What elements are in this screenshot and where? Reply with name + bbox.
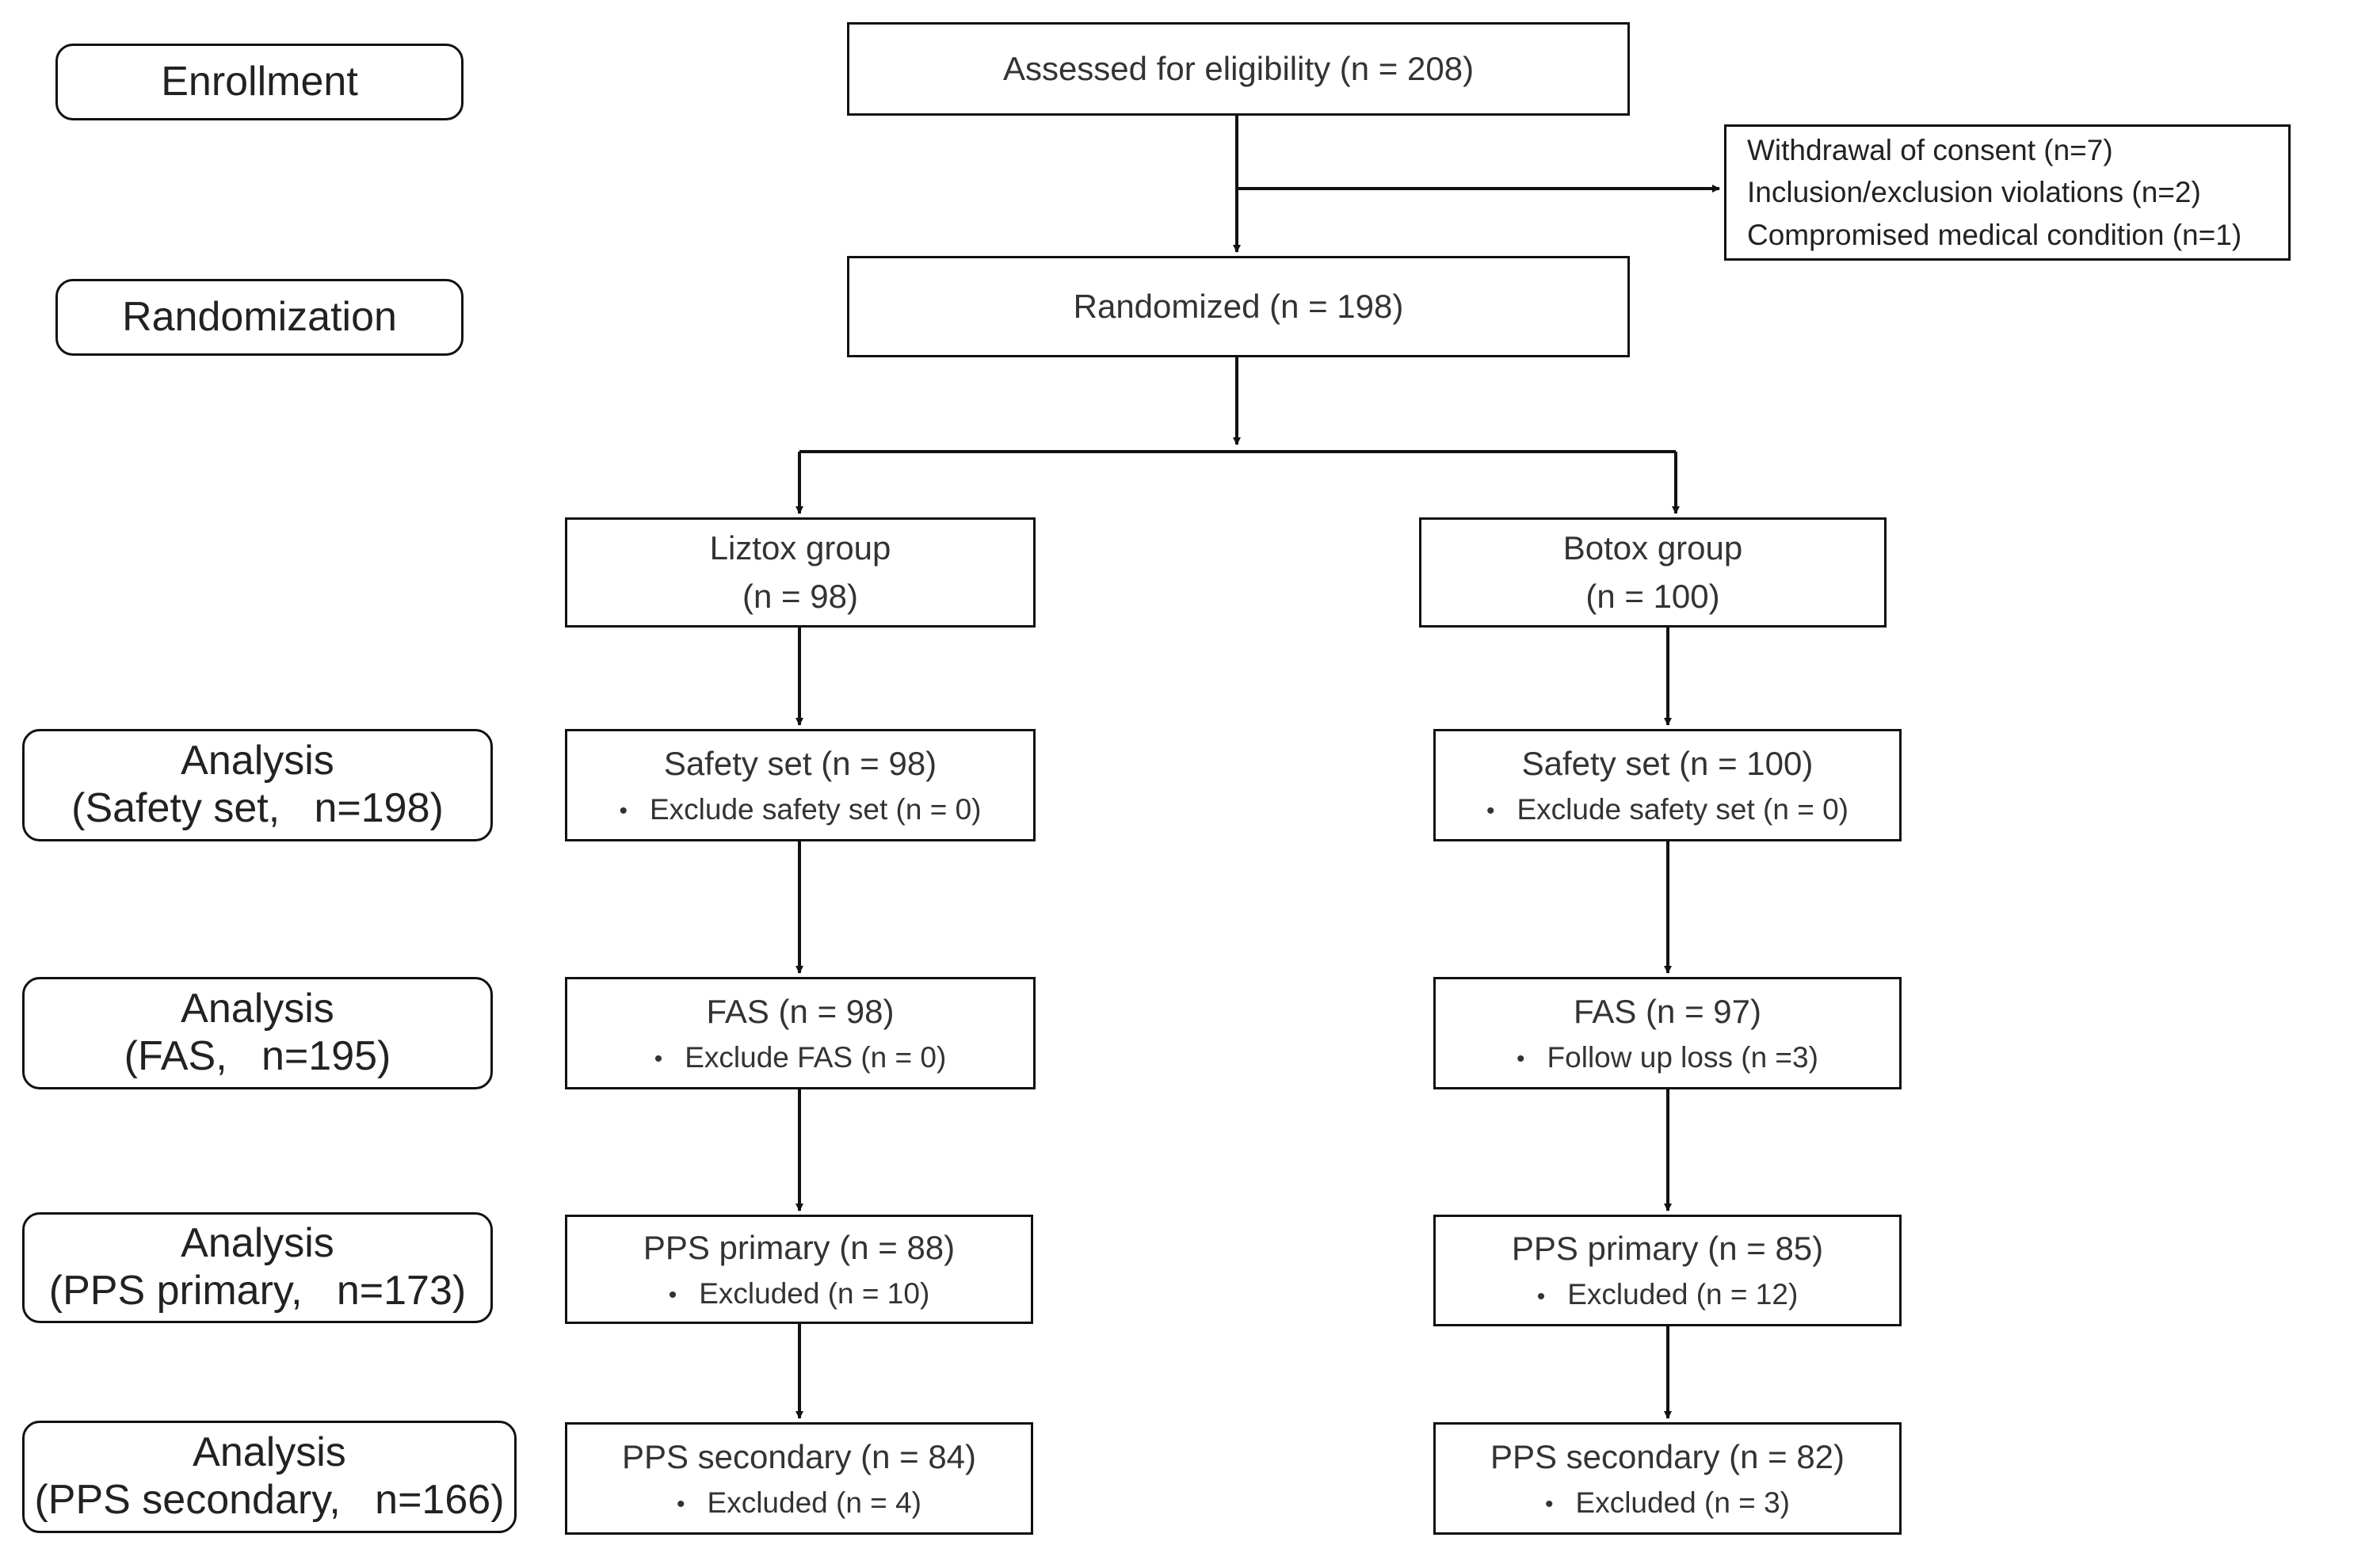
node-title: PPS secondary (n = 82) [1490,1437,1845,1475]
botox-safety-box: Safety set (n = 100) • Exclude safety set… [1433,729,1902,841]
stage-randomization-label: Randomization [122,293,397,340]
botox-group-box: Botox group (n = 100) [1419,517,1887,628]
bullet-icon: • [654,1046,663,1073]
stage-label-line2: (PPS primary, n=173) [48,1268,467,1314]
stage-enrollment: Enrollment [55,44,464,120]
liztox-pps-secondary-box: PPS secondary (n = 84) • Excluded (n = 4) [565,1422,1033,1535]
node-title: PPS secondary (n = 84) [621,1437,977,1475]
node-note: • Follow up loss (n =3) [1517,1036,1818,1079]
liztox-pps-primary-box: PPS primary (n = 88) • Excluded (n = 10) [565,1215,1033,1324]
exclusion-box: Withdrawal of consent (n=7) Inclusion/ex… [1724,124,2291,261]
stage-label-line2: (Safety set, n=198) [71,785,444,831]
stage-label-line1: Analysis [181,1220,334,1267]
bullet-icon: • [668,1282,677,1309]
botox-pps-secondary-box: PPS secondary (n = 82) • Excluded (n = 3) [1433,1422,1902,1535]
assessed-label: Assessed for eligibility (n = 208) [1002,49,1475,87]
bullet-icon: • [1545,1491,1554,1518]
liztox-group-box: Liztox group (n = 98) [565,517,1036,628]
node-title: Safety set (n = 100) [1521,744,1814,782]
node-note-text: Excluded (n = 4) [707,1486,921,1519]
stage-label-line1: Analysis [181,986,334,1032]
liztox-safety-box: Safety set (n = 98) • Exclude safety set … [565,729,1036,841]
bullet-icon: • [619,798,628,825]
node-note: • Excluded (n = 12) [1537,1273,1799,1316]
node-title: FAS (n = 97) [1574,992,1761,1030]
botox-fas-box: FAS (n = 97) • Follow up loss (n =3) [1433,977,1902,1089]
node-note-text: Excluded (n = 3) [1575,1486,1790,1519]
bullet-icon: • [1517,1046,1525,1073]
group-name: Botox group [1562,528,1743,567]
stage-label-line2: (FAS, n=195) [124,1033,391,1079]
stage-label-line1: Analysis [181,738,334,784]
node-note-text: Exclude FAS (n = 0) [685,1040,947,1074]
bullet-icon: • [677,1491,685,1518]
group-name: Liztox group [709,528,891,567]
stage-analysis-pps-secondary: Analysis (PPS secondary, n=166) [22,1421,517,1533]
node-note-text: Excluded (n = 10) [699,1276,930,1310]
node-note: • Exclude safety set (n = 0) [1486,788,1848,831]
stage-analysis-safety: Analysis (Safety set, n=198) [22,729,493,841]
assessed-box: Assessed for eligibility (n = 208) [847,22,1630,116]
node-title: Safety set (n = 98) [663,744,937,782]
exclusion-item: Compromised medical condition (n=1) [1747,218,2242,251]
node-note: • Exclude safety set (n = 0) [619,788,981,831]
node-note: • Excluded (n = 3) [1545,1482,1790,1524]
node-title: PPS primary (n = 85) [1511,1230,1824,1268]
node-note: • Excluded (n = 4) [677,1482,921,1524]
randomized-label: Randomized (n = 198) [1073,287,1404,325]
stage-analysis-fas: Analysis (FAS, n=195) [22,977,493,1089]
node-note: • Excluded (n = 10) [669,1272,930,1315]
node-note: • Exclude FAS (n = 0) [654,1036,947,1079]
bullet-icon: • [1486,798,1495,825]
stage-randomization: Randomization [55,279,464,356]
liztox-fas-box: FAS (n = 98) • Exclude FAS (n = 0) [565,977,1036,1089]
randomized-box: Randomized (n = 198) [847,256,1630,357]
node-title: FAS (n = 98) [706,992,895,1030]
exclusion-item: Inclusion/exclusion violations (n=2) [1747,176,2201,209]
node-note-text: Exclude safety set (n = 0) [650,792,982,826]
botox-pps-primary-box: PPS primary (n = 85) • Excluded (n = 12) [1433,1215,1902,1326]
group-count: (n = 98) [742,577,858,615]
group-count: (n = 100) [1585,577,1720,615]
exclusion-item: Withdrawal of consent (n=7) [1747,133,2113,166]
node-note-text: Excluded (n = 12) [1567,1278,1799,1311]
node-note-text: Follow up loss (n =3) [1547,1040,1818,1074]
stage-analysis-pps-primary: Analysis (PPS primary, n=173) [22,1212,493,1323]
node-note-text: Exclude safety set (n = 0) [1517,792,1849,826]
stage-label-line2: (PPS secondary, n=166) [34,1477,505,1523]
stage-label-line1: Analysis [193,1429,346,1476]
stage-enrollment-label: Enrollment [161,58,358,105]
node-title: PPS primary (n = 88) [643,1228,956,1266]
bullet-icon: • [1536,1283,1546,1310]
